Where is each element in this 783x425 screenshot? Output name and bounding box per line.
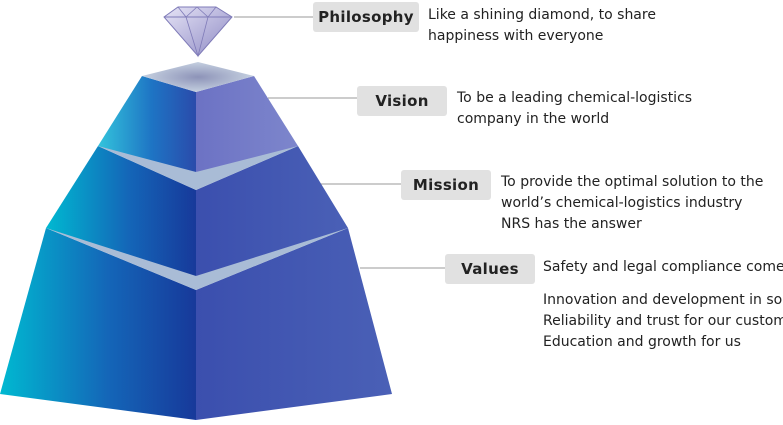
description-philosophy: Like a shining diamond, to share happine…: [428, 5, 656, 47]
label-philosophy: Philosophy: [313, 2, 419, 32]
tier-vision-right-face: [196, 76, 298, 172]
description-line: company in the world: [457, 111, 610, 127]
tier-vision-left-face: [98, 76, 196, 172]
tier-vision: [98, 62, 298, 172]
tier-values-left-face: [0, 228, 196, 420]
description-line: Education and growth for us: [543, 334, 741, 350]
connector-lines: [234, 16, 446, 269]
description-line: Innovation and development in society: [543, 292, 783, 308]
diamond-icon: [163, 6, 233, 58]
tier-values-right-face: [196, 228, 392, 420]
description-line: Like a shining diamond, to share: [428, 7, 656, 23]
description-values: Safety and legal compliance come first I…: [543, 257, 783, 353]
description-line: world’s chemical-logistics industry: [501, 195, 743, 211]
description-mission: To provide the optimal solution to the w…: [501, 172, 763, 235]
description-line: happiness with everyone: [428, 28, 604, 44]
tier-values: [0, 224, 392, 420]
description-line: To provide the optimal solution to the: [501, 174, 764, 190]
description-vision: To be a leading chemical-logistics compa…: [457, 88, 692, 130]
description-line: Reliability and trust for our customers: [543, 313, 783, 329]
tier-mission-right-face: [196, 146, 348, 276]
tier-mission: [46, 140, 348, 276]
tier-vision-top: [142, 62, 254, 92]
description-line: To be a leading chemical-logistics: [457, 90, 693, 106]
label-vision: Vision: [357, 86, 447, 116]
tier-mission-left-face: [46, 146, 196, 276]
description-line: Safety and legal compliance come first: [543, 259, 783, 275]
label-values: Values: [445, 254, 535, 284]
label-mission: Mission: [401, 170, 491, 200]
description-line: NRS has the answer: [501, 216, 642, 232]
